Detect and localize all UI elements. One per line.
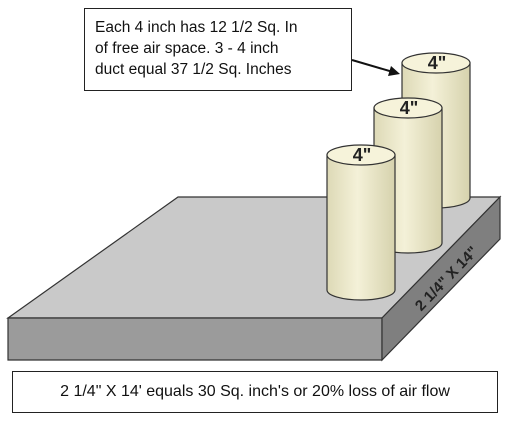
duct-label: 4" [400,98,419,118]
duct-cylinder-front: 4" [326,144,396,301]
caption-text: 2 1/4" X 14' equals 30 Sq. inch's or 20%… [60,383,450,400]
callout-arrow [351,59,400,76]
slab-side-face [381,195,501,362]
caption-box: 2 1/4" X 14' equals 30 Sq. inch's or 20%… [12,371,498,413]
callout-line: of free air space. 3 - 4 inch [95,40,279,57]
callout-box: Each 4 inch has 12 1/2 Sq. In of free ai… [84,8,352,91]
slab-front-face [7,317,383,361]
duct-label: 4" [428,53,447,73]
duct-label: 4" [353,145,372,165]
duct-cylinder-middle: 4" [373,97,443,254]
callout-line: Each 4 inch has 12 1/2 Sq. In [95,19,298,36]
callout-line: duct equal 37 1/2 Sq. Inches [95,61,292,78]
